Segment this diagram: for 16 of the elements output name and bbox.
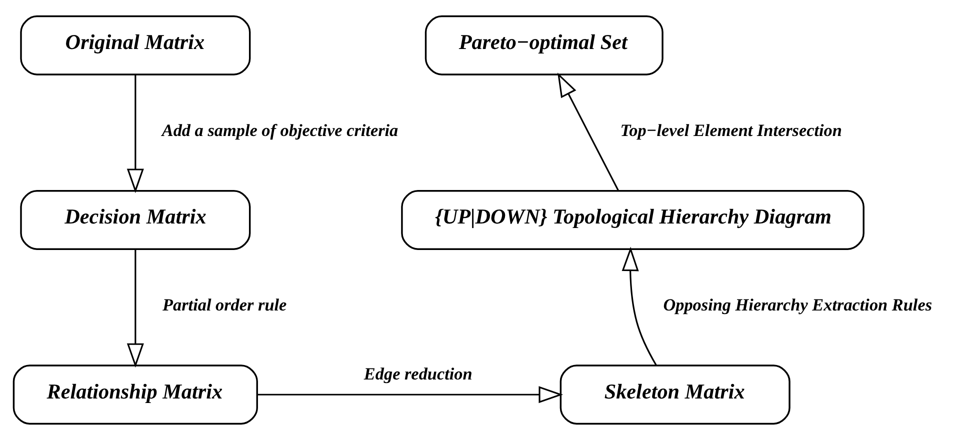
arrow	[622, 246, 657, 366]
arrow	[126, 248, 144, 368]
edge-label: Top−level Element Intersection	[620, 120, 842, 140]
arrow	[126, 74, 144, 193]
node-box: Pareto−optimal Set	[424, 14, 664, 75]
arrow	[557, 72, 620, 191]
node-box: {UP|DOWN} Topological Hierarchy Diagram	[401, 190, 864, 250]
node-box: Skeleton Matrix	[560, 364, 790, 424]
node-box: Relationship Matrix	[12, 364, 258, 424]
arrow	[257, 386, 564, 403]
edge-label: Edge reduction	[364, 364, 472, 383]
node-box: Original Matrix	[20, 14, 251, 75]
edge-label: Add a sample of objective criteria	[162, 120, 398, 140]
edge-label: Opposing Hierarchy Extraction Rules	[663, 294, 932, 314]
node-box: Decision Matrix	[20, 190, 251, 250]
edge-label: Partial order rule	[162, 294, 287, 314]
